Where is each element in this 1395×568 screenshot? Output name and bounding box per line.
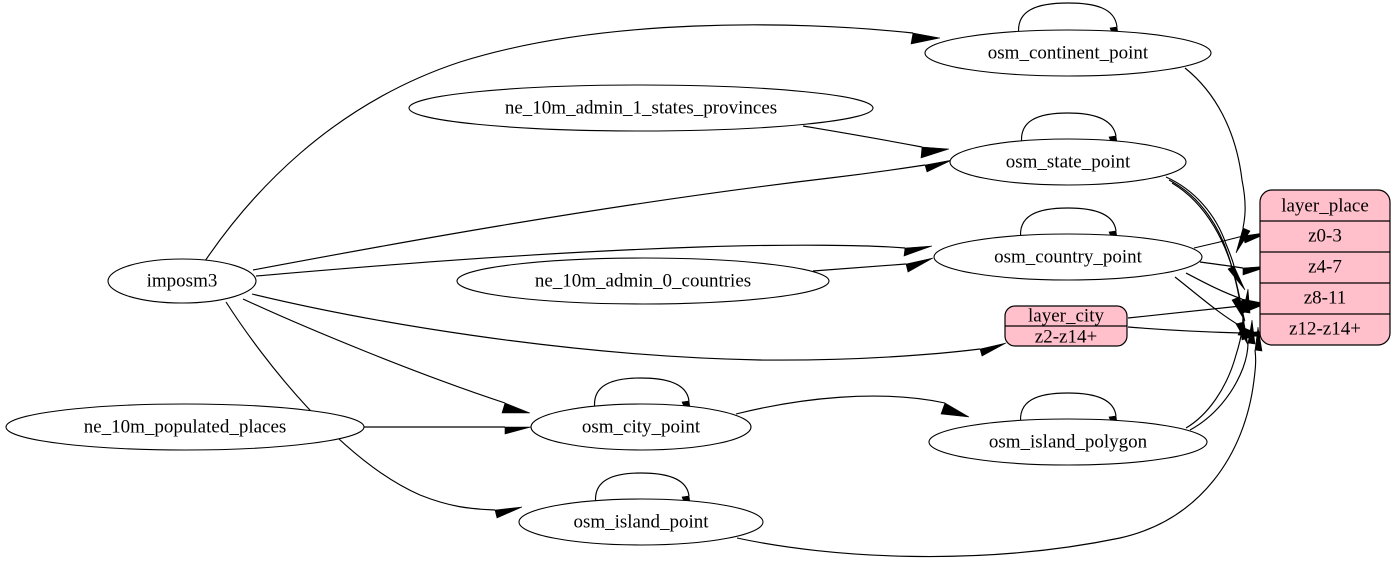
- edge-imposm3-to-osm_state_point: [252, 159, 953, 271]
- edge-imposm3-to-osm_island_point: [225, 301, 523, 519]
- layer_city-title: layer_city: [1028, 305, 1104, 326]
- node-osm_city_point[interactable]: osm_city_point: [530, 403, 752, 451]
- layer_place-title: layer_place: [1281, 195, 1369, 216]
- edge-osm_continent_point-to-layer_place-z0-3: [1184, 67, 1251, 254]
- node-osm_country_point-label: osm_country_point: [994, 246, 1142, 267]
- node-osm_island_point-label: osm_island_point: [573, 511, 709, 532]
- edge-osm_island_polygon-to-layer_place-z12-z14: [1189, 319, 1256, 431]
- edge-osm_island_polygon-to-layer_place-z8-11: [1185, 288, 1251, 429]
- edge-ne_admin0-to-osm_country_point: [812, 257, 934, 273]
- edge-osm_island_point-to-layer_place-z12-z14: [736, 326, 1263, 558]
- layer_city-row-z2-z14[interactable]: z2-z14+: [1035, 326, 1097, 347]
- node-ne_10m_populated_places-label: ne_10m_populated_places: [84, 416, 287, 437]
- node-osm_state_point-label: osm_state_point: [1006, 151, 1131, 172]
- node-ne_10m_admin_1_states_provinces[interactable]: ne_10m_admin_1_states_provinces: [408, 84, 874, 132]
- edge-imposm3-to-osm_city_point: [242, 298, 531, 414]
- node-ne_10m_admin_0_countries[interactable]: ne_10m_admin_0_countries: [456, 257, 830, 305]
- node-ne_10m_admin_1_states_provinces-label: ne_10m_admin_1_states_provinces: [505, 97, 777, 118]
- node-osm_island_polygon-label: osm_island_polygon: [989, 431, 1148, 452]
- edge-imposm3-to-layer_city: [251, 293, 1007, 361]
- layer_place-row-z4-7[interactable]: z4-7: [1308, 256, 1342, 277]
- edge-ne_populated-to-osm_city_point: [364, 426, 532, 435]
- edge-imposm3-to-osm_country_point: [255, 244, 933, 277]
- layer_place-row-z0-3[interactable]: z0-3: [1308, 225, 1342, 246]
- node-ne_10m_populated_places[interactable]: ne_10m_populated_places: [5, 403, 365, 451]
- edge-osm_state_point-to-layer_place-z4-7: [1165, 176, 1246, 291]
- node-osm_city_point-label: osm_city_point: [582, 416, 701, 437]
- node-ne_10m_admin_0_countries-label: ne_10m_admin_0_countries: [535, 270, 751, 291]
- node-osm_continent_point[interactable]: osm_continent_point: [924, 29, 1212, 77]
- node-layer: imposm3 ne_10m_admin_1_states_provinces …: [5, 29, 1212, 546]
- node-osm_island_polygon[interactable]: osm_island_polygon: [928, 418, 1208, 466]
- node-osm_country_point[interactable]: osm_country_point: [933, 233, 1203, 281]
- node-imposm3[interactable]: imposm3: [107, 258, 257, 304]
- node-imposm3-label: imposm3: [147, 270, 218, 291]
- node-osm_state_point[interactable]: osm_state_point: [949, 138, 1187, 186]
- edge-ne_admin1-to-osm_state_point: [802, 125, 950, 159]
- record-layer: layer_city z2-z14+ layer_place z0-3 z4-7…: [1004, 189, 1391, 347]
- edge-osm_city_point-to-osm_island_polygon: [735, 395, 970, 418]
- node-osm_island_point[interactable]: osm_island_point: [518, 498, 764, 546]
- layer_place-row-z8-11[interactable]: z8-11: [1304, 287, 1347, 308]
- edge-osm_country_point-to-layer_place-z8-11: [1185, 272, 1269, 308]
- node-layer_city[interactable]: layer_city z2-z14+: [1004, 305, 1128, 347]
- edge-imposm3-to-osm_continent_point: [204, 24, 941, 262]
- layer_place-row-z12-z14[interactable]: z12-z14+: [1289, 318, 1361, 339]
- node-layer_place[interactable]: layer_place z0-3 z4-7 z8-11 z12-z14+: [1259, 189, 1391, 346]
- edge-osm_country_point-to-layer_place-z0-3: [1193, 231, 1271, 249]
- node-osm_continent_point-label: osm_continent_point: [988, 42, 1149, 63]
